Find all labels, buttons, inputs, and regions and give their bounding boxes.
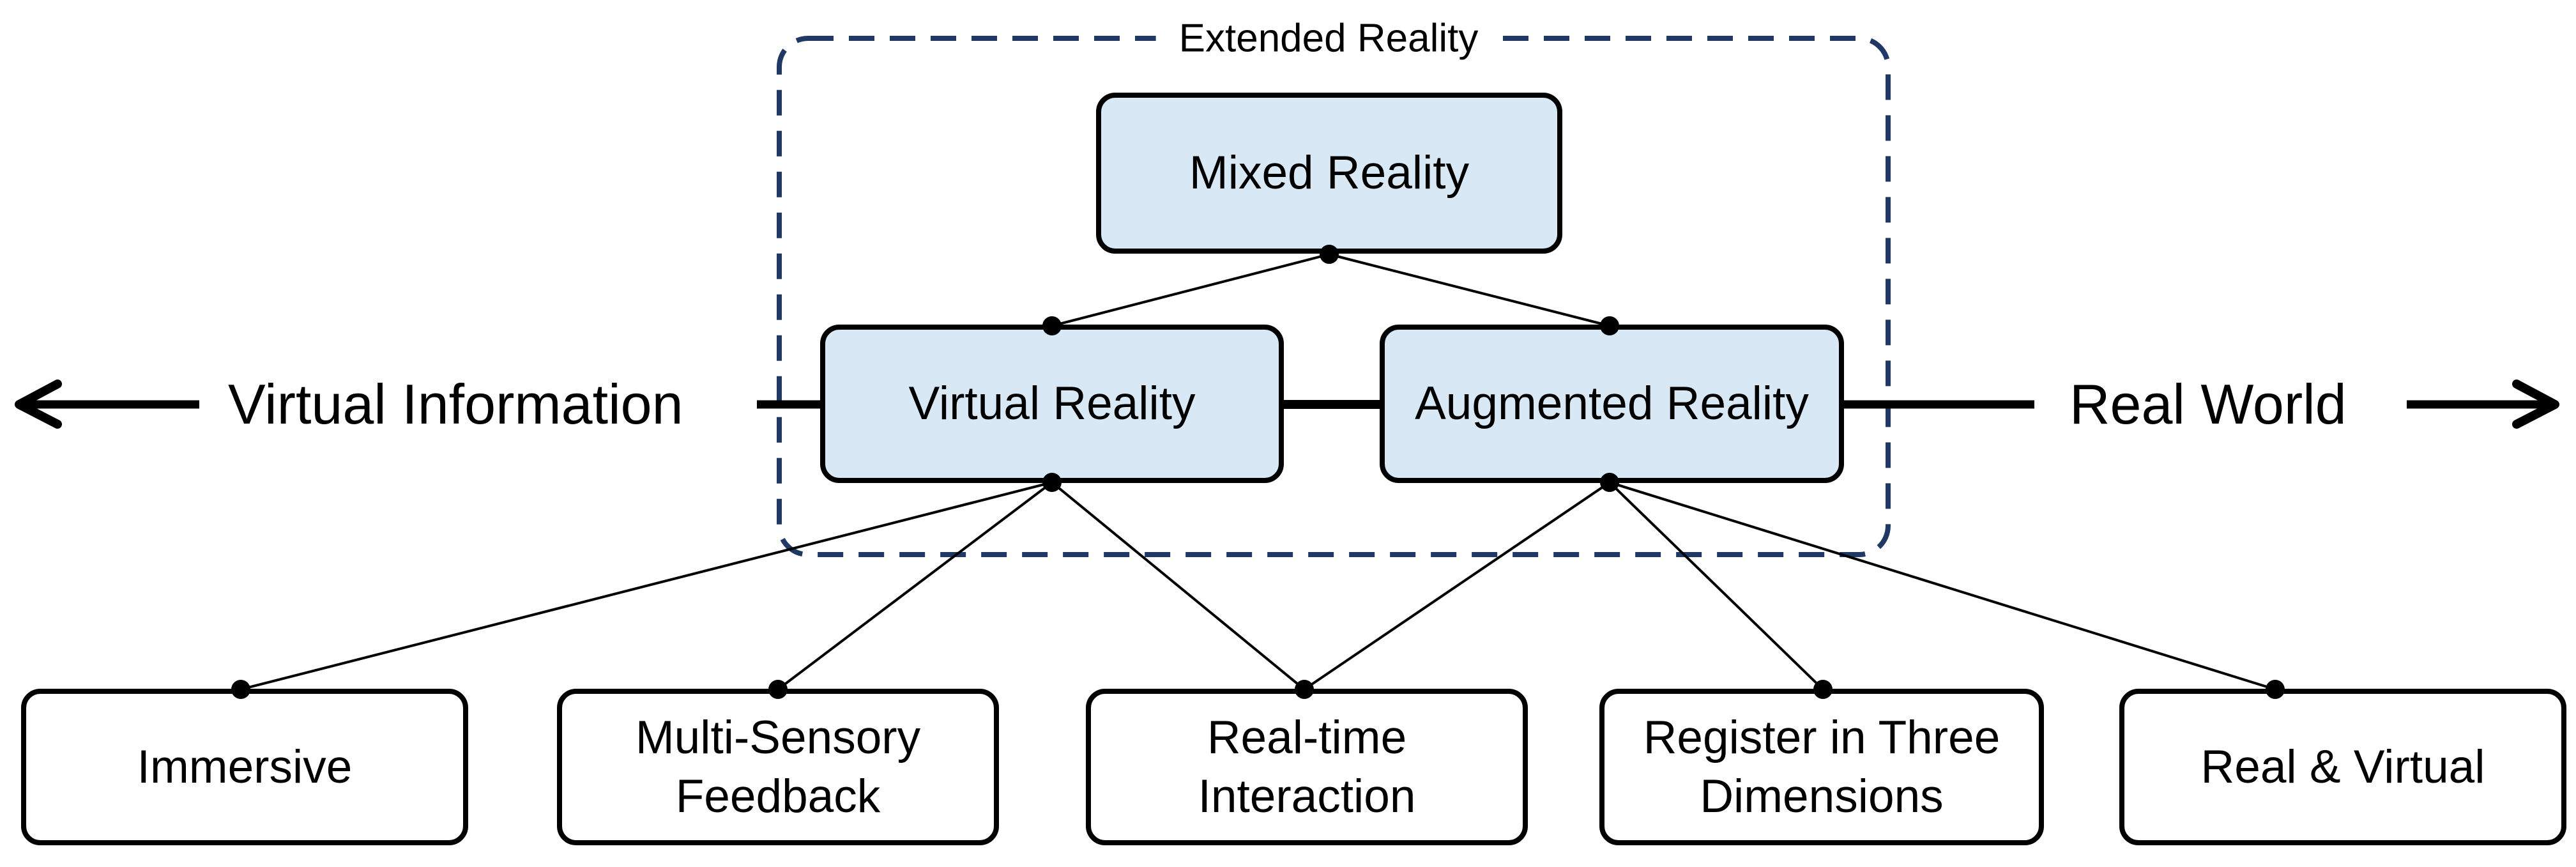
node-mixed-reality-label: Mixed Reality xyxy=(1189,147,1470,199)
edge-augmented_reality-to-real_virtual xyxy=(1609,481,2276,691)
node-real-time-interaction: Real-time Interaction xyxy=(1086,689,1528,845)
node-augmented-reality-label: Augmented Reality xyxy=(1415,378,1809,430)
node-real-and-virtual: Real & Virtual xyxy=(2119,689,2566,845)
edge-mixed_reality-to-augmented_reality xyxy=(1329,253,1610,327)
node-register-in-three-dimensions-label: Register in Three Dimensions xyxy=(1643,712,2001,822)
extended-reality-group-label: Extended Reality xyxy=(1155,15,1502,61)
node-real-time-interaction-label: Real-time Interaction xyxy=(1198,712,1416,822)
node-virtual-reality-label: Virtual Reality xyxy=(908,378,1196,430)
node-register-in-three-dimensions: Register in Three Dimensions xyxy=(1599,689,2044,845)
edge-virtual_reality-to-realtime xyxy=(1051,481,1306,691)
node-virtual-reality: Virtual Reality xyxy=(820,325,1284,483)
axis-label-virtual-information: Virtual Information xyxy=(228,372,683,436)
axis-label-real-world: Real World xyxy=(2069,372,2347,436)
node-augmented-reality: Augmented Reality xyxy=(1380,325,1844,483)
node-real-and-virtual-label: Real & Virtual xyxy=(2200,740,2485,793)
edge-augmented_reality-to-realtime xyxy=(1303,481,1611,691)
node-multi-sensory-feedback-label: Multi-Sensory Feedback xyxy=(635,712,921,822)
edge-augmented_reality-to-register3d xyxy=(1608,481,1824,691)
node-multi-sensory-feedback: Multi-Sensory Feedback xyxy=(557,689,999,845)
edge-virtual_reality-to-immersive xyxy=(240,481,1053,691)
axis-left-arrowhead-icon xyxy=(15,380,62,429)
node-immersive: Immersive xyxy=(21,689,468,845)
edge-virtual_reality-to-multi_sensory xyxy=(777,481,1053,691)
axis-right-arrowhead-icon xyxy=(2512,380,2559,429)
edge-mixed_reality-to-virtual_reality xyxy=(1051,253,1330,327)
node-mixed-reality: Mixed Reality xyxy=(1096,93,1562,254)
node-immersive-label: Immersive xyxy=(137,740,353,793)
